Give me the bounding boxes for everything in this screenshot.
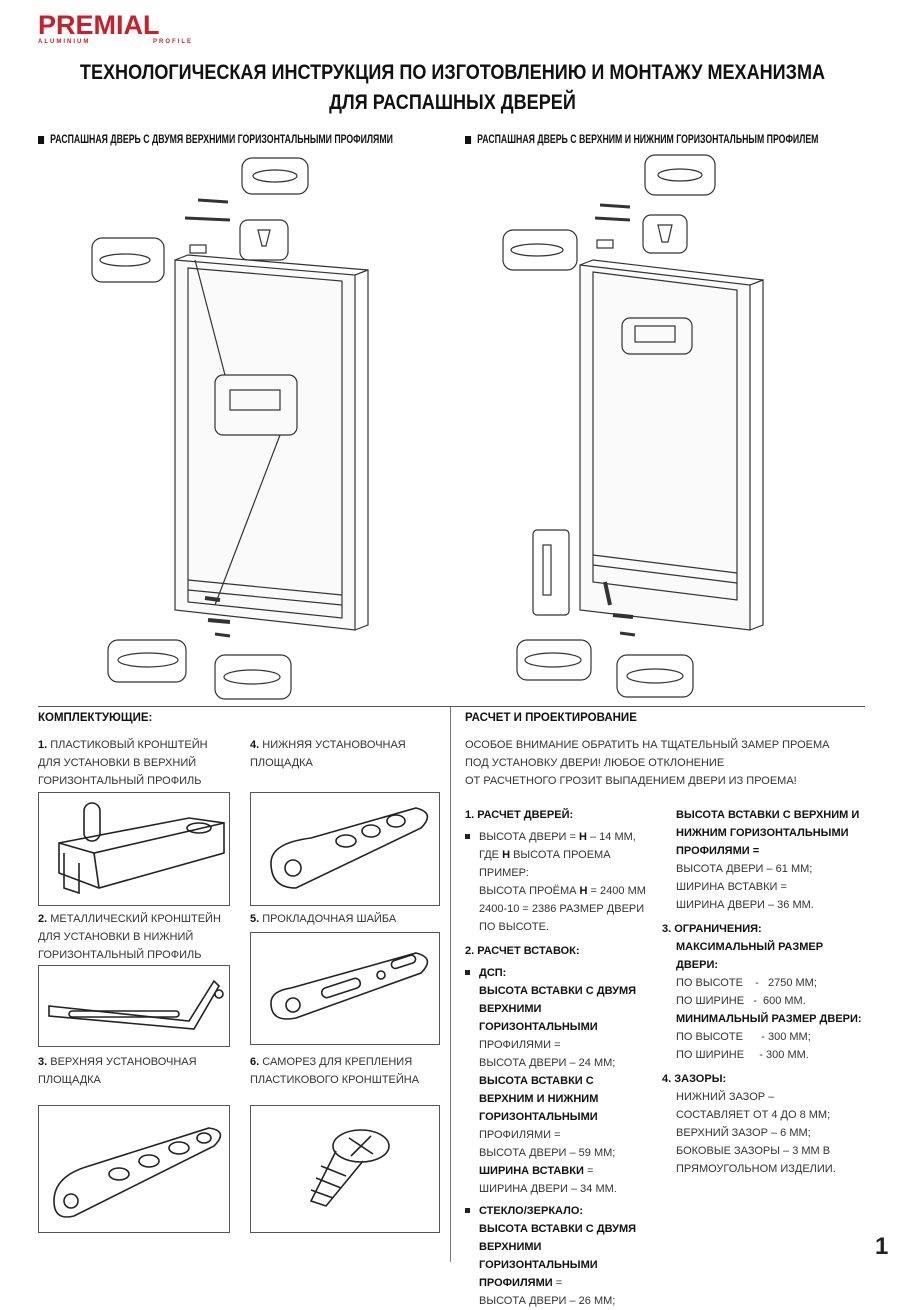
component-item-5: 5. ПРОКЛАДОЧНАЯ ШАЙБА — [250, 913, 397, 925]
spacer-washer-image — [250, 932, 440, 1045]
component-item-2: 2. МЕТАЛЛИЧЕСКИЙ КРОНШТЕЙН ДЛЯ УСТАНОВКИ… — [38, 913, 221, 961]
calc-heading: РАСЧЕТ И ПРОЕКТИРОВАНИЕ — [465, 712, 637, 724]
components-heading: КОМПЛЕКТУЮЩИЕ: — [38, 712, 153, 724]
door-calc-item: ВЫСОТА ДВЕРИ = Н – 14 ММ, ГДЕ Н ВЫСОТА П… — [465, 828, 650, 936]
component-item-4: 4. НИЖНЯЯ УСТАНОВОЧНАЯ ПЛОЩАДКА — [250, 739, 406, 769]
component-item-6: 6. САМОРЕЗ ДЛЯ КРЕПЛЕНИЯ ПЛАСТИКОВОГО КР… — [250, 1056, 420, 1086]
gaps: НИЖНИЙ ЗАЗОР – СОСТАВЛЯЕТ ОТ 4 ДО 8 ММ; … — [676, 1091, 836, 1175]
calc-column-left: 1. РАСЧЕТ ДВЕРЕЙ: ВЫСОТА ДВЕРИ = Н – 14 … — [465, 806, 650, 1310]
limits: МАКСИМАЛЬНЫЙ РАЗМЕР ДВЕРИ: ПО ВЫСОТЕ - 2… — [676, 941, 862, 1061]
bullet-square-icon — [38, 136, 45, 144]
diagram-right-heading: РАСПАШНАЯ ДВЕРЬ С ВЕРХНИМ И НИЖНИМ ГОРИЗ… — [465, 134, 818, 146]
bullet-square-icon — [465, 136, 472, 144]
top-mounting-plate-image — [38, 1105, 230, 1233]
page-title: ТЕХНОЛОГИЧЕСКАЯ ИНСТРУКЦИЯ ПО ИЗГОТОВЛЕН… — [79, 61, 826, 114]
dsp-item: ДСП: ВЫСОТА ВСТАВКИ С ДВУМЯ ВЕРХНИМИ ГОР… — [465, 964, 650, 1198]
calc-column-right: ВЫСОТА ВСТАВКИ С ВЕРХНИМ И НИЖНИМ ГОРИЗО… — [662, 806, 862, 1178]
plastic-bracket-image — [38, 792, 230, 906]
page-number: 1 — [875, 1233, 889, 1260]
door-diagram-top-bottom-profiles — [502, 154, 764, 698]
glass-item: СТЕКЛО/ЗЕРКАЛО: ВЫСОТА ВСТАВКИ С ДВУМЯ В… — [465, 1202, 650, 1310]
warning-text: ОСОБОЕ ВНИМАНИЕ ОБРАТИТЬ НА ТЩАТЕЛЬНЫЙ З… — [465, 739, 830, 787]
metal-bracket-image — [38, 965, 230, 1047]
component-item-1: 1. ПЛАСТИКОВЫЙ КРОНШТЕЙН ДЛЯ УСТАНОВКИ В… — [38, 739, 208, 787]
section-divider — [38, 706, 865, 707]
component-item-3: 3. ВЕРХНЯЯ УСТАНОВОЧНАЯ ПЛОЩАДКА — [38, 1056, 197, 1086]
self-tapping-screw-image — [250, 1105, 440, 1233]
column-divider — [450, 707, 451, 1262]
bottom-mounting-plate-image — [250, 792, 440, 906]
diagram-left-heading: РАСПАШНАЯ ДВЕРЬ С ДВУМЯ ВЕРХНИМИ ГОРИЗОН… — [38, 134, 393, 146]
door-diagram-two-top-profiles — [91, 157, 369, 700]
